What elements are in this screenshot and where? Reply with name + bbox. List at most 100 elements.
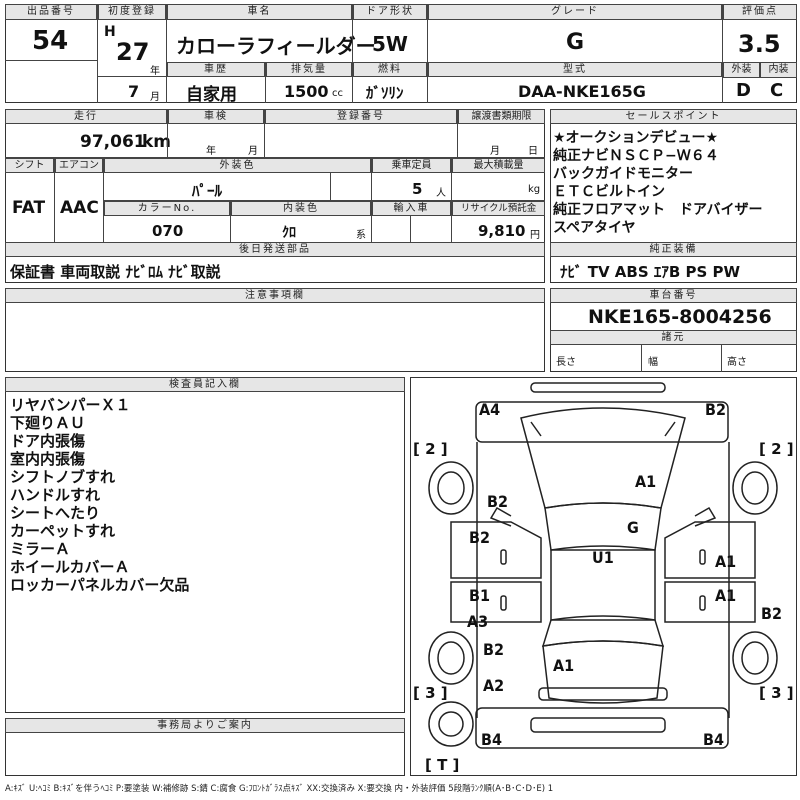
insp-month-unit: 月 bbox=[248, 146, 258, 157]
sales-line: 純正ナビＮＳＣＰ−Ｗ６４ bbox=[553, 148, 719, 164]
note-line: ロッカーパネルカバー欠品 bbox=[10, 576, 190, 594]
tire-bracket: [ 2 ] bbox=[759, 440, 794, 458]
sales-line: バックガイドモニター bbox=[553, 166, 693, 182]
recycle-fee: 9,810 bbox=[478, 222, 526, 240]
year-unit: 年 bbox=[150, 66, 160, 77]
load-label: 最大積載量 bbox=[452, 158, 545, 173]
damage-mark: A4 bbox=[479, 400, 501, 419]
note-line: 室内内張傷 bbox=[10, 450, 86, 468]
tire-bracket: [ 3 ] bbox=[413, 684, 448, 702]
body-color: ﾊﾟｰﾙ bbox=[192, 182, 223, 200]
sales-line: スペアタイヤ bbox=[553, 220, 636, 236]
int-score: C bbox=[770, 80, 784, 101]
damage-mark: B2 bbox=[487, 492, 508, 511]
reg-year: 27 bbox=[116, 38, 150, 66]
damage-mark: B2 bbox=[483, 640, 504, 659]
ext-score: D bbox=[736, 80, 751, 101]
damage-mark: B1 bbox=[469, 586, 490, 605]
lot-no: 54 bbox=[32, 26, 69, 56]
shift-label: シフト bbox=[5, 158, 54, 173]
displacement: 1500 bbox=[284, 82, 329, 101]
tire-bracket: [ 3 ] bbox=[759, 684, 794, 702]
sales-label: セールスポイント bbox=[550, 109, 797, 124]
note-line: 下廻りＡＵ bbox=[10, 414, 86, 432]
inspection-label: 車検 bbox=[168, 109, 264, 124]
inspector-label: 検査員記入欄 bbox=[5, 377, 405, 392]
mileage-unit: km bbox=[142, 132, 172, 152]
inspector-section bbox=[5, 377, 405, 713]
recycle-label: リサイクル預託金 bbox=[452, 201, 545, 216]
tire-bracket: [ 2 ] bbox=[413, 440, 448, 458]
recycle-unit: 円 bbox=[530, 230, 540, 241]
damage-mark: A2 bbox=[483, 676, 505, 695]
insp-year-unit: 年 bbox=[206, 146, 216, 157]
color-no-label: カラーNo. bbox=[104, 201, 230, 216]
chassis-label: 車台番号 bbox=[550, 288, 797, 303]
inspector-notes: リヤバンパーＸ１ 下廻りＡＵ ドア内張傷 室内内張傷 シフトノブすれ ハンドルす… bbox=[10, 396, 189, 594]
color-no: 070 bbox=[152, 222, 184, 240]
capacity: 5 bbox=[412, 180, 423, 198]
damage-mark: A1 bbox=[715, 586, 737, 605]
ext-label: 外装 bbox=[723, 62, 760, 78]
month-unit: 月 bbox=[150, 92, 160, 103]
door-type: 5W bbox=[372, 32, 408, 56]
damage-mark: B4 bbox=[703, 730, 724, 749]
int-color: ｸﾛ bbox=[282, 225, 296, 241]
capacity-label: 乗車定員 bbox=[372, 158, 451, 173]
sales-line: ★オークションデビュー★ bbox=[553, 130, 719, 146]
car-outline bbox=[428, 382, 778, 749]
reg-month: 7 bbox=[128, 82, 140, 101]
model-type: DAA-NKE165G bbox=[518, 82, 646, 101]
note-line: リヤバンパーＸ１ bbox=[10, 396, 131, 414]
int-color-label: 内装色 bbox=[231, 201, 371, 216]
spec-length: 長さ bbox=[556, 357, 576, 368]
disp-unit: cc bbox=[332, 88, 343, 99]
note-line: ドア内張傷 bbox=[10, 432, 86, 450]
disp-label: 排気量 bbox=[266, 62, 352, 77]
damage-mark: A1 bbox=[715, 552, 737, 571]
sales-line: 純正フロアマット ドアバイザー bbox=[553, 202, 763, 218]
color-label: 外装色 bbox=[104, 158, 371, 173]
later-parts: 保証書 車両取説 ﾅﾋﾞﾛﾑ ﾅﾋﾞ取説 bbox=[10, 263, 221, 281]
note-line: シートへたり bbox=[10, 504, 101, 522]
grade: G bbox=[566, 30, 585, 55]
import-label: 輸入車 bbox=[372, 201, 451, 216]
model-label: 車名 bbox=[167, 4, 352, 20]
history-label: 車歴 bbox=[167, 62, 265, 77]
lot-no-label: 出品番号 bbox=[5, 4, 97, 20]
grade-label: グレード bbox=[428, 4, 722, 20]
note-line: ミラーＡ bbox=[10, 540, 71, 558]
caution-label: 注意事項欄 bbox=[5, 288, 545, 303]
deadline-day-unit: 日 bbox=[528, 146, 538, 157]
score-label: 評価点 bbox=[723, 4, 797, 20]
ac-label: エアコン bbox=[55, 158, 103, 173]
spec-height: 高さ bbox=[727, 357, 747, 368]
damage-mark: B2 bbox=[469, 528, 490, 547]
chassis-no: NKE165-8004256 bbox=[588, 306, 772, 328]
load-unit: kg bbox=[528, 184, 541, 195]
sales-lines: ★オークションデビュー★ 純正ナビＮＳＣＰ−Ｗ６４ バックガイドモニター ＥＴＣ… bbox=[553, 129, 762, 237]
note-line: ハンドルすれ bbox=[10, 486, 101, 504]
damage-mark: A1 bbox=[635, 472, 657, 491]
door-label: ドア形状 bbox=[353, 4, 427, 20]
note-line: シフトノブすれ bbox=[10, 468, 116, 486]
later-parts-label: 後日発送部品 bbox=[5, 242, 545, 257]
deadline-label: 譲渡書類期限 bbox=[458, 109, 545, 124]
damage-mark: G bbox=[627, 518, 639, 537]
history: 自家用 bbox=[186, 85, 237, 105]
fuel-label: 燃料 bbox=[353, 62, 427, 77]
int-color-unit: 系 bbox=[356, 230, 366, 241]
car-diagram: A4 B2 A1 B2 G U1 B2 A1 B1 A1 A3 B2 B2 A1… bbox=[410, 377, 797, 776]
note-line: カーペットすれ bbox=[10, 522, 116, 540]
capacity-unit: 人 bbox=[436, 188, 446, 199]
note-line: ホイールカバーＡ bbox=[10, 558, 130, 576]
model-name: カローラフィールダー bbox=[176, 34, 376, 58]
office-label: 事務局よりご案内 bbox=[5, 718, 405, 733]
damage-mark: U1 bbox=[592, 548, 614, 567]
fuel: ｶﾞｿﾘﾝ bbox=[366, 84, 404, 102]
equipment-label: 純正装備 bbox=[550, 242, 797, 257]
tire-bracket: [ T ] bbox=[425, 756, 460, 774]
equipment: ﾅﾋﾞ TV ABS ｴｱB PS PW bbox=[560, 263, 741, 281]
damage-mark: B2 bbox=[761, 604, 782, 623]
shift: FAT bbox=[12, 198, 46, 218]
